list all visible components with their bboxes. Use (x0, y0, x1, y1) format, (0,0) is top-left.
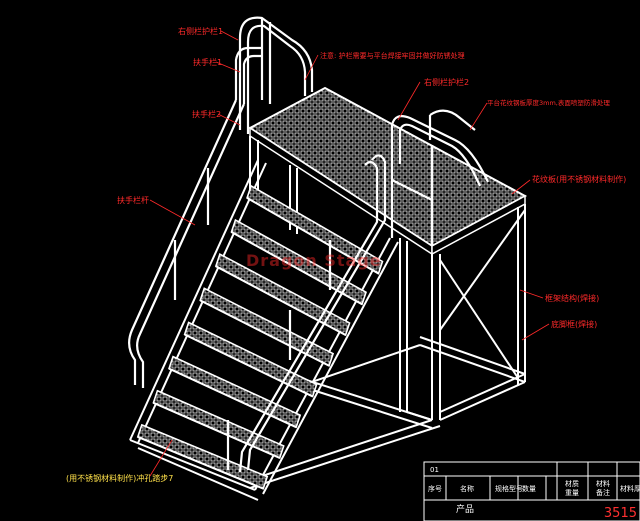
title-block-header-2: 规格型号 (495, 485, 523, 493)
title-block-product: 产品 (456, 505, 475, 515)
platform-deck (248, 86, 528, 256)
title-block-header-4: 材质 (565, 480, 579, 488)
stair-treads (136, 184, 384, 490)
support-frame (249, 136, 526, 489)
title-block-header-0: 序号 (428, 485, 442, 493)
left-handrail (128, 46, 262, 388)
title-block-item-no: 01 (430, 466, 439, 474)
watermark: Dragon Stage (246, 251, 382, 270)
label-platform-board: 花纹板(用不锈钢材料制作) (532, 175, 627, 184)
stair-tread-edge (168, 367, 297, 429)
top-guard-rail (238, 16, 314, 134)
label-guard-right-top: 右侧栏护栏1 (178, 27, 224, 36)
stair-tread-edge (153, 401, 281, 459)
title-block-header-5: 重量 (565, 489, 579, 497)
title-block-header-8: 材料厚度 (620, 485, 640, 493)
title-block (423, 461, 640, 521)
title-block-header-7: 备注 (596, 489, 610, 497)
right-guard-rail (390, 109, 489, 246)
stair-tread-edge (246, 197, 379, 275)
title-block-header-3: 数量 (522, 485, 536, 493)
stair-tread-edge (137, 436, 264, 490)
drawing-number: 3515 (603, 506, 637, 521)
label-guard-right-2: 右侧栏护栏2 (424, 78, 470, 87)
label-guard-note: 注意: 护栏需要与平台焊接牢固并做好防锈处理 (320, 52, 465, 60)
label-outer-handrail: 扶手栏杆 (117, 196, 149, 205)
label-bottom-step: (用不锈钢材料制作)冲孔踏步7 (66, 474, 174, 483)
stair-tread-edge (230, 231, 363, 306)
title-block-header-1: 名称 (460, 485, 474, 493)
title-block-header-6: 材料 (596, 480, 610, 488)
label-handrail-2: 扶手栏2 (192, 110, 222, 119)
label-handrail-1: 扶手栏1 (193, 58, 223, 67)
stair-tread-edge (184, 333, 314, 398)
label-platform-note: 平台花纹钢板厚度3mm,表面喷塑防滑处理 (487, 99, 610, 107)
leader-lines (149, 30, 550, 477)
stair-tread (199, 287, 335, 367)
stair-tread-edge (199, 299, 330, 367)
label-bottom-frame: 底脚框(焊接) (551, 320, 598, 329)
inner-handrail (226, 154, 387, 473)
label-frame-support: 框架结构(焊接) (545, 294, 600, 303)
